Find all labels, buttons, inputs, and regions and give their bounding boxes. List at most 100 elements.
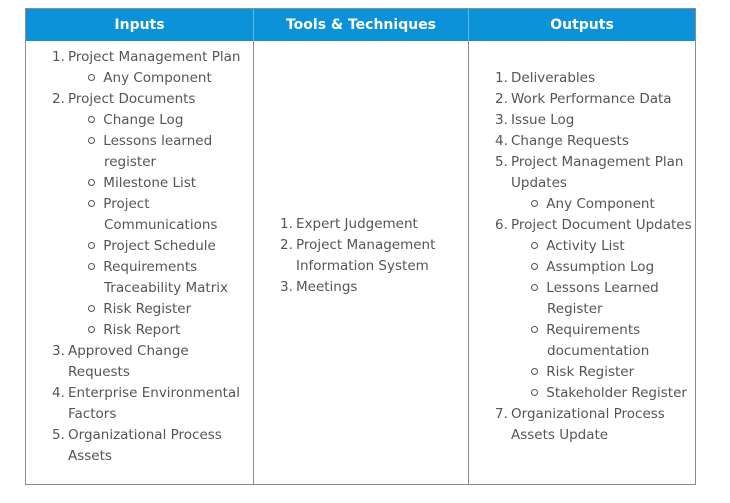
list-item: 2.Work Performance Data	[469, 89, 695, 110]
bullet-icon	[531, 194, 542, 207]
sub-list-item: Lessons Learned	[469, 278, 695, 299]
bullet-icon	[88, 194, 99, 207]
header-tools-techniques: Tools & Techniques	[253, 9, 468, 41]
item-text: Issue Log	[511, 112, 575, 128]
bullet-icon	[88, 299, 99, 312]
list-item: 3.Issue Log	[469, 110, 695, 131]
item-text: Information System	[296, 258, 429, 274]
item-text: Requests	[68, 364, 130, 380]
header-inputs: Inputs	[114, 17, 165, 33]
item-text: Project Management Plan	[68, 49, 241, 65]
item-text: Traceability Matrix	[104, 280, 228, 296]
list-item: 1.Deliverables	[469, 68, 695, 89]
bullet-icon	[88, 110, 99, 123]
item-text: Project	[103, 196, 150, 212]
bullet-icon	[531, 236, 542, 249]
item-number: 1.	[52, 49, 65, 65]
bullet-icon	[531, 320, 542, 333]
sub-list-item: Assumption Log	[469, 257, 695, 278]
sub-list-item: Any Component	[469, 194, 695, 215]
list-item: 3.Approved Change	[26, 341, 253, 362]
item-text: documentation	[547, 343, 650, 359]
item-text: Work Performance Data	[511, 91, 672, 107]
item-text: Project Document Updates	[511, 217, 692, 233]
list-item: 5.Organizational Process	[26, 425, 253, 446]
item-text: Milestone List	[103, 175, 197, 191]
bullet-icon	[88, 173, 99, 186]
list-item: 1.Project Management Plan	[26, 47, 253, 68]
item-text: Organizational Process	[68, 427, 222, 443]
table-header-row: Inputs Tools & Techniques Outputs	[26, 9, 695, 41]
item-number: 2.	[495, 91, 508, 107]
item-text: Communications	[104, 217, 218, 233]
item-text: Requirements	[103, 259, 198, 275]
sub-list-item: Milestone List	[26, 173, 253, 194]
list-item-continued: Updates	[469, 173, 695, 194]
item-text: Enterprise Environmental	[68, 385, 240, 401]
item-number: 4.	[495, 133, 508, 149]
item-text: Project Documents	[68, 91, 196, 107]
list-item: 2.Project Documents	[26, 89, 253, 110]
sub-list-item-continued: Traceability Matrix	[26, 278, 253, 299]
item-number: 2.	[52, 91, 65, 107]
item-text: Deliverables	[511, 70, 595, 86]
bullet-icon	[88, 236, 99, 249]
list-item-continued: Information System	[254, 256, 468, 277]
item-text: Lessons Learned	[546, 280, 659, 296]
list-item: 1.Expert Judgement	[254, 214, 468, 235]
item-text: register	[104, 154, 157, 170]
bullet-icon	[88, 320, 99, 333]
sub-list-item-continued: Communications	[26, 215, 253, 236]
item-number: 1.	[280, 216, 293, 232]
list-item: 5.Project Management Plan	[469, 152, 695, 173]
item-number: 2.	[280, 237, 293, 253]
sub-list-item: Risk Register	[26, 299, 253, 320]
list-item: 3.Meetings	[254, 277, 468, 298]
tools-list: 1.Expert Judgement 2.Project Management …	[254, 214, 468, 298]
bullet-icon	[531, 257, 542, 270]
item-number: 3.	[495, 112, 508, 128]
sub-list-item: Risk Report	[26, 320, 253, 341]
item-text: Lessons learned	[103, 133, 213, 149]
sub-list-item: Project Schedule	[26, 236, 253, 257]
list-item: 7.Organizational Process	[469, 404, 695, 425]
item-text: Organizational Process	[511, 406, 665, 422]
item-text: Risk Register	[546, 364, 635, 380]
item-number: 3.	[280, 279, 293, 295]
sub-list-item-continued: documentation	[469, 341, 695, 362]
item-text: Assets Update	[511, 427, 609, 443]
item-text: Assets	[68, 448, 112, 464]
sub-list-item-continued: Register	[469, 299, 695, 320]
sub-list-item: Activity List	[469, 236, 695, 257]
outputs-list: 1.Deliverables 2.Work Performance Data 3…	[469, 68, 695, 446]
item-text: Project Management Plan	[511, 154, 684, 170]
sub-list-item-continued: register	[26, 152, 253, 173]
header-outputs: Outputs	[468, 9, 695, 41]
item-text: Expert Judgement	[296, 216, 418, 232]
sub-list-item: Project	[26, 194, 253, 215]
bullet-icon	[88, 131, 99, 144]
item-number: 4.	[52, 385, 65, 401]
item-number: 5.	[495, 154, 508, 170]
bullet-icon	[531, 383, 542, 396]
sub-list-item: Lessons learned	[26, 131, 253, 152]
item-text: Stakeholder Register	[546, 385, 687, 401]
sub-list-item: Stakeholder Register	[469, 383, 695, 404]
item-text: Project Schedule	[103, 238, 216, 254]
item-text: Change Log	[103, 112, 184, 128]
item-text: Approved Change	[68, 343, 189, 359]
item-text: Factors	[68, 406, 117, 422]
sub-list-item: Requirements	[26, 257, 253, 278]
outputs-cell: 1.Deliverables 2.Work Performance Data 3…	[468, 41, 695, 484]
bullet-icon	[88, 257, 99, 270]
itto-table: Inputs Tools & Techniques Outputs 1.Proj…	[25, 8, 696, 485]
tools-cell: 1.Expert Judgement 2.Project Management …	[253, 41, 468, 484]
list-item: 4.Enterprise Environmental	[26, 383, 253, 404]
bullet-icon	[531, 278, 542, 291]
sub-list-item: Requirements	[469, 320, 695, 341]
list-item-continued: Factors	[26, 404, 253, 425]
item-text: Updates	[511, 175, 567, 191]
list-item-continued: Assets Update	[469, 425, 695, 446]
bullet-icon	[88, 68, 99, 81]
item-text: Any Component	[546, 196, 655, 212]
